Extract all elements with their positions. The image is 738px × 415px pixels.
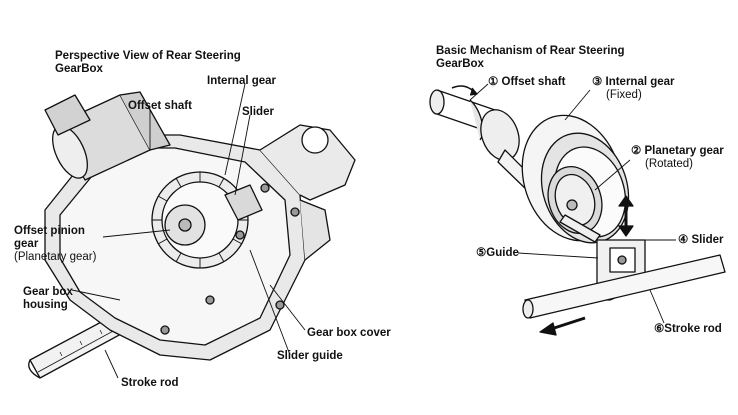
label-internal-gear-right: ③ Internal gear (Fixed): [592, 76, 675, 102]
label-internal-gear-fixed: (Fixed): [606, 89, 642, 101]
label-planetary-rotated: (Rotated): [645, 158, 693, 170]
label-offset-shaft-left: Offset shaft: [128, 100, 192, 112]
label-stroke-rod-right: ⑥Stroke rod: [654, 323, 722, 335]
label-planetary-gear-right: ② Planetary gear (Rotated): [631, 145, 724, 171]
right-title-line2: GearBox: [436, 58, 484, 70]
label-slider-left: Slider: [242, 106, 274, 118]
label-slider-right: ④ Slider: [678, 234, 724, 246]
label-gear-box-cover: Gear box cover: [307, 327, 391, 339]
label-offset-pinion-line3: (Planetary gear): [14, 251, 97, 263]
label-internal-gear-right-line1: ③ Internal gear: [592, 76, 675, 88]
label-offset-shaft-right: ① Offset shaft: [488, 76, 566, 88]
label-planetary-gear-right-line1: ② Planetary gear: [631, 145, 724, 157]
left-title: Perspective View of Rear Steering GearBo…: [55, 50, 241, 76]
right-title-line1: Basic Mechanism of Rear Steering: [436, 45, 625, 57]
label-gear-box-housing-line1: Gear box: [23, 286, 73, 298]
label-offset-pinion-line1: Offset pinion: [14, 225, 85, 237]
label-slider-guide: Slider guide: [277, 350, 343, 362]
left-title-line1: Perspective View of Rear Steering: [55, 50, 241, 62]
label-guide: ⑤Guide: [476, 247, 519, 259]
label-gear-box-housing: Gear box housing: [23, 286, 73, 312]
label-stroke-rod-left: Stroke rod: [121, 377, 179, 389]
label-internal-gear: Internal gear: [207, 75, 277, 87]
label-gear-box-housing-line2: housing: [23, 299, 68, 311]
label-offset-pinion: Offset pinion gear (Planetary gear): [14, 225, 96, 264]
left-title-line2: GearBox: [55, 63, 103, 75]
label-offset-pinion-line2: gear: [14, 238, 39, 250]
right-title: Basic Mechanism of Rear Steering GearBox: [436, 45, 625, 71]
